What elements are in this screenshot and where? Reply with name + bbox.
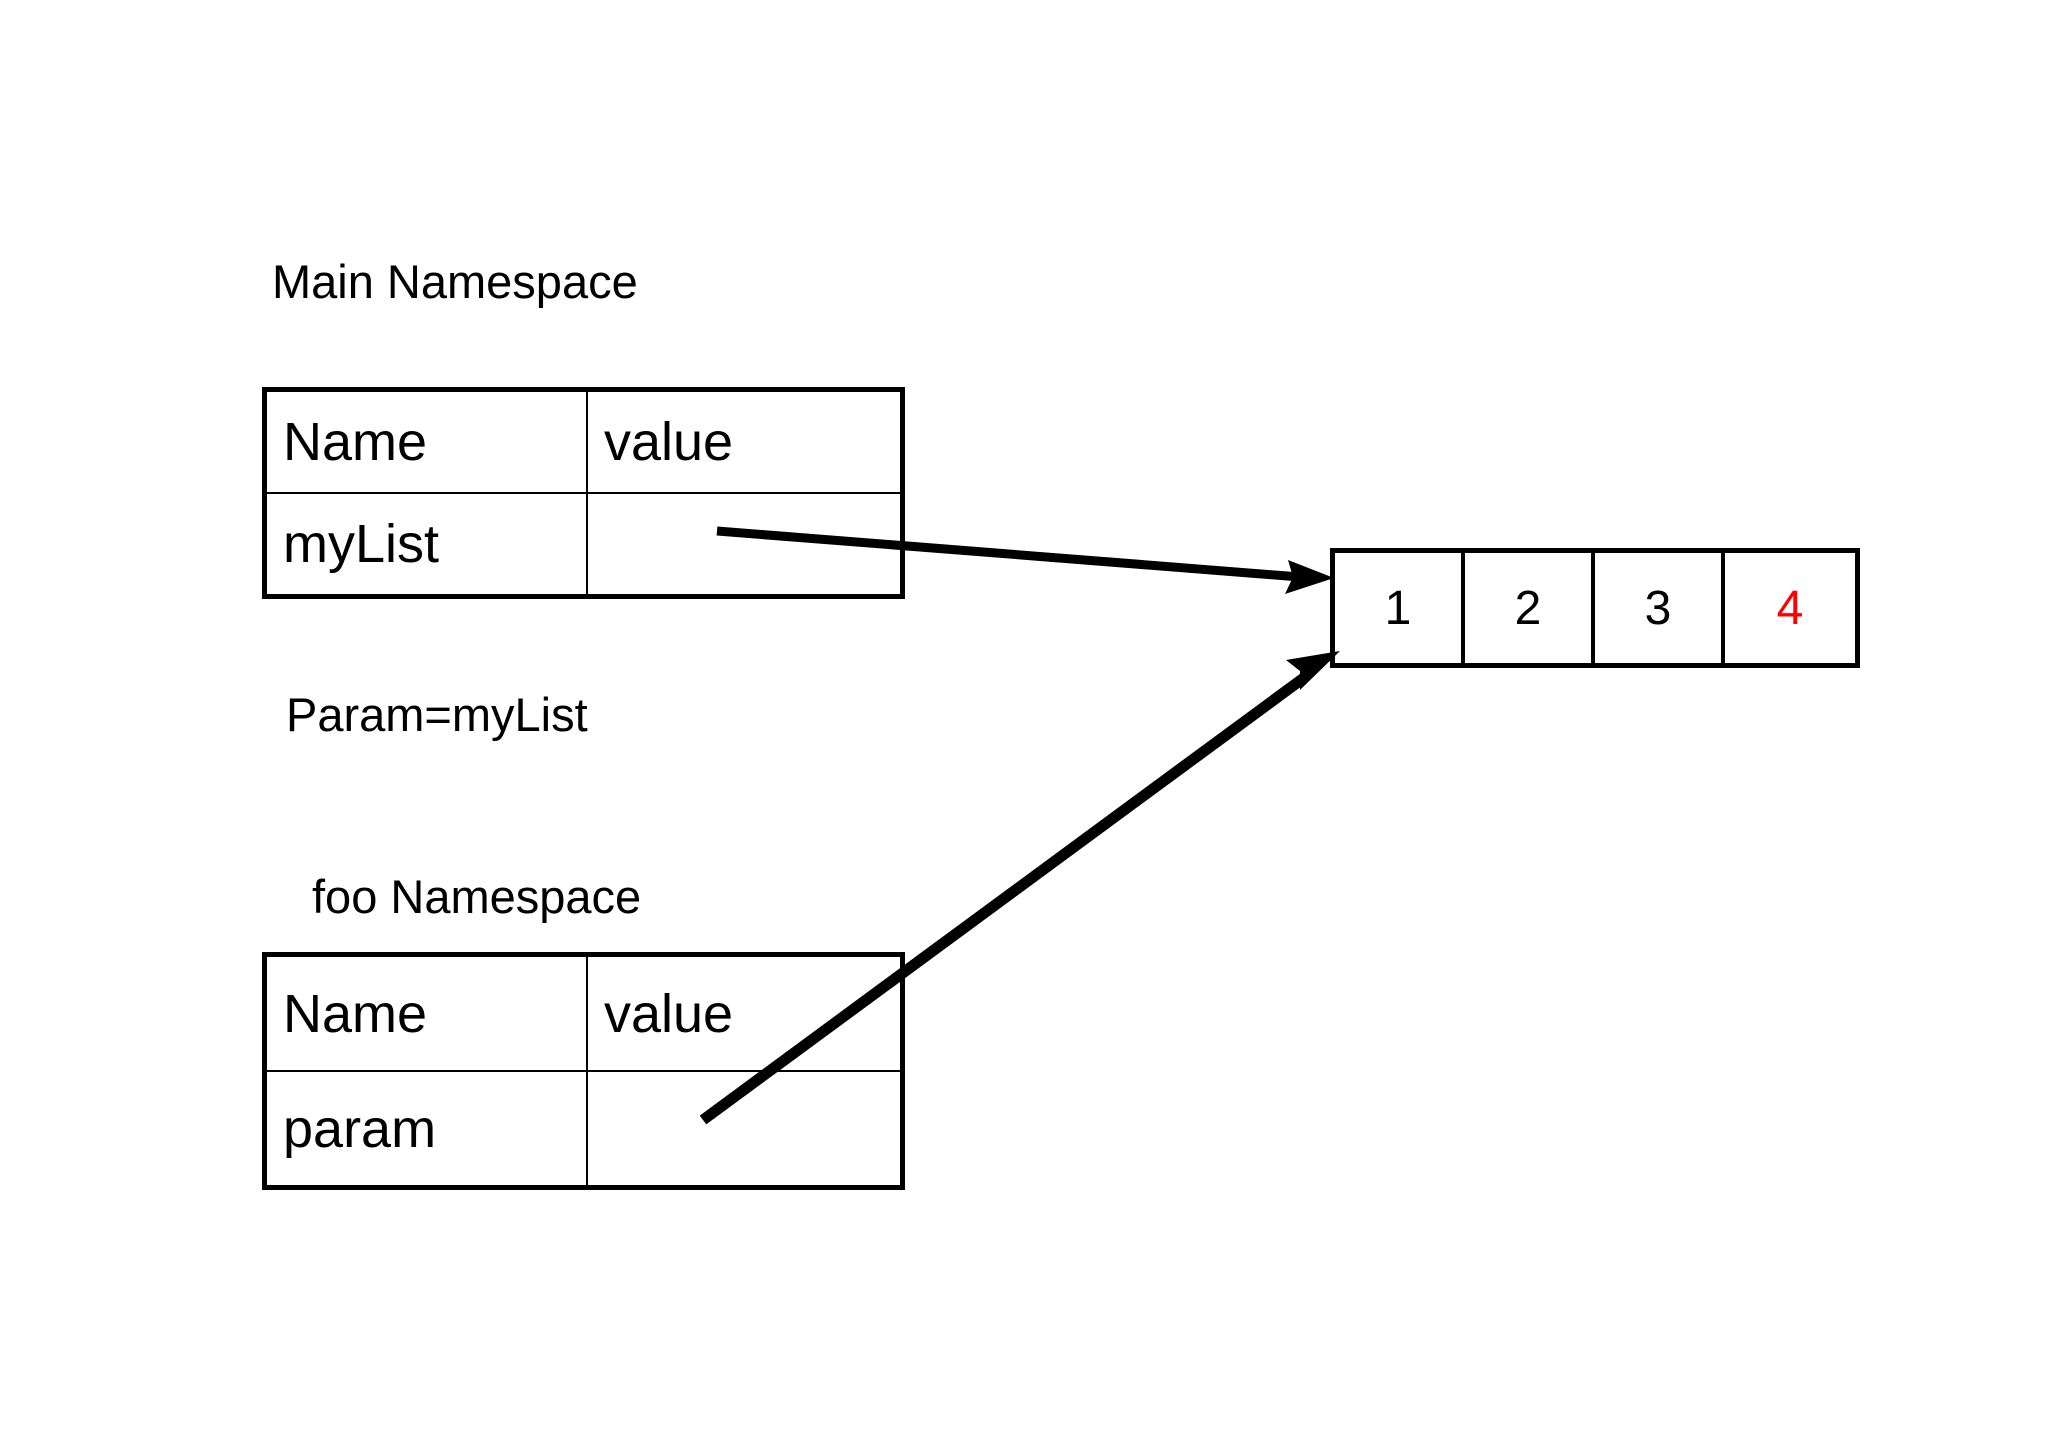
header-cell-name: Name [263, 388, 588, 494]
list-cell-0: 1 [1335, 553, 1465, 663]
table-row: param [263, 1070, 904, 1189]
row-cell-name-param: param [263, 1070, 588, 1189]
row-cell-value-mylist [586, 492, 904, 598]
main-namespace-label: Main Namespace [272, 255, 638, 308]
header-cell-value: value [586, 953, 904, 1072]
header-cell-name: Name [263, 953, 588, 1072]
table-header-row: Name value [263, 388, 904, 494]
list-cell-1: 2 [1465, 553, 1595, 663]
table-row: myList [263, 492, 904, 598]
foo-namespace-label: foo Namespace [312, 870, 642, 923]
table-header-row: Name value [263, 953, 904, 1072]
foo-namespace-table: Name value param [262, 952, 905, 1190]
list-object: 1 2 3 4 [1330, 548, 1860, 668]
main-namespace-table: Name value myList [262, 387, 905, 599]
row-cell-value-param [586, 1070, 904, 1189]
param-assignment-label: Param=myList [286, 688, 588, 741]
list-cell-3: 4 [1725, 553, 1855, 663]
header-cell-value: value [586, 388, 904, 494]
list-cell-2: 3 [1595, 553, 1725, 663]
row-cell-name-mylist: myList [263, 492, 588, 598]
